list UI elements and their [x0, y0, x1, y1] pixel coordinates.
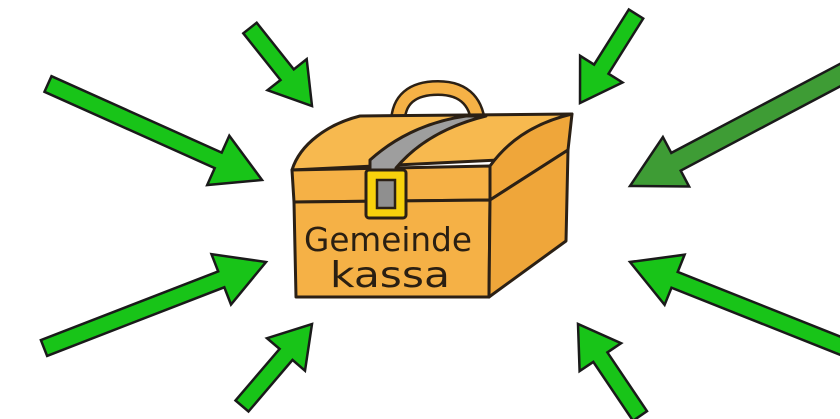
arrow-icon: [630, 255, 840, 356]
arrow-icon: [236, 324, 313, 412]
chest-label-line1: Gemeinde: [304, 220, 472, 259]
chest-label-line2: kassa: [330, 255, 450, 296]
treasure-chest-icon: Gemeinde kassa: [292, 88, 572, 297]
arrow-icon: [580, 10, 643, 104]
arrow-icon: [630, 63, 840, 186]
arrow-icon: [45, 76, 263, 185]
arrow-icon: [243, 23, 312, 106]
arrow-icon: [578, 324, 647, 419]
arrow-icon: [41, 254, 266, 356]
lock-inner: [377, 180, 395, 208]
